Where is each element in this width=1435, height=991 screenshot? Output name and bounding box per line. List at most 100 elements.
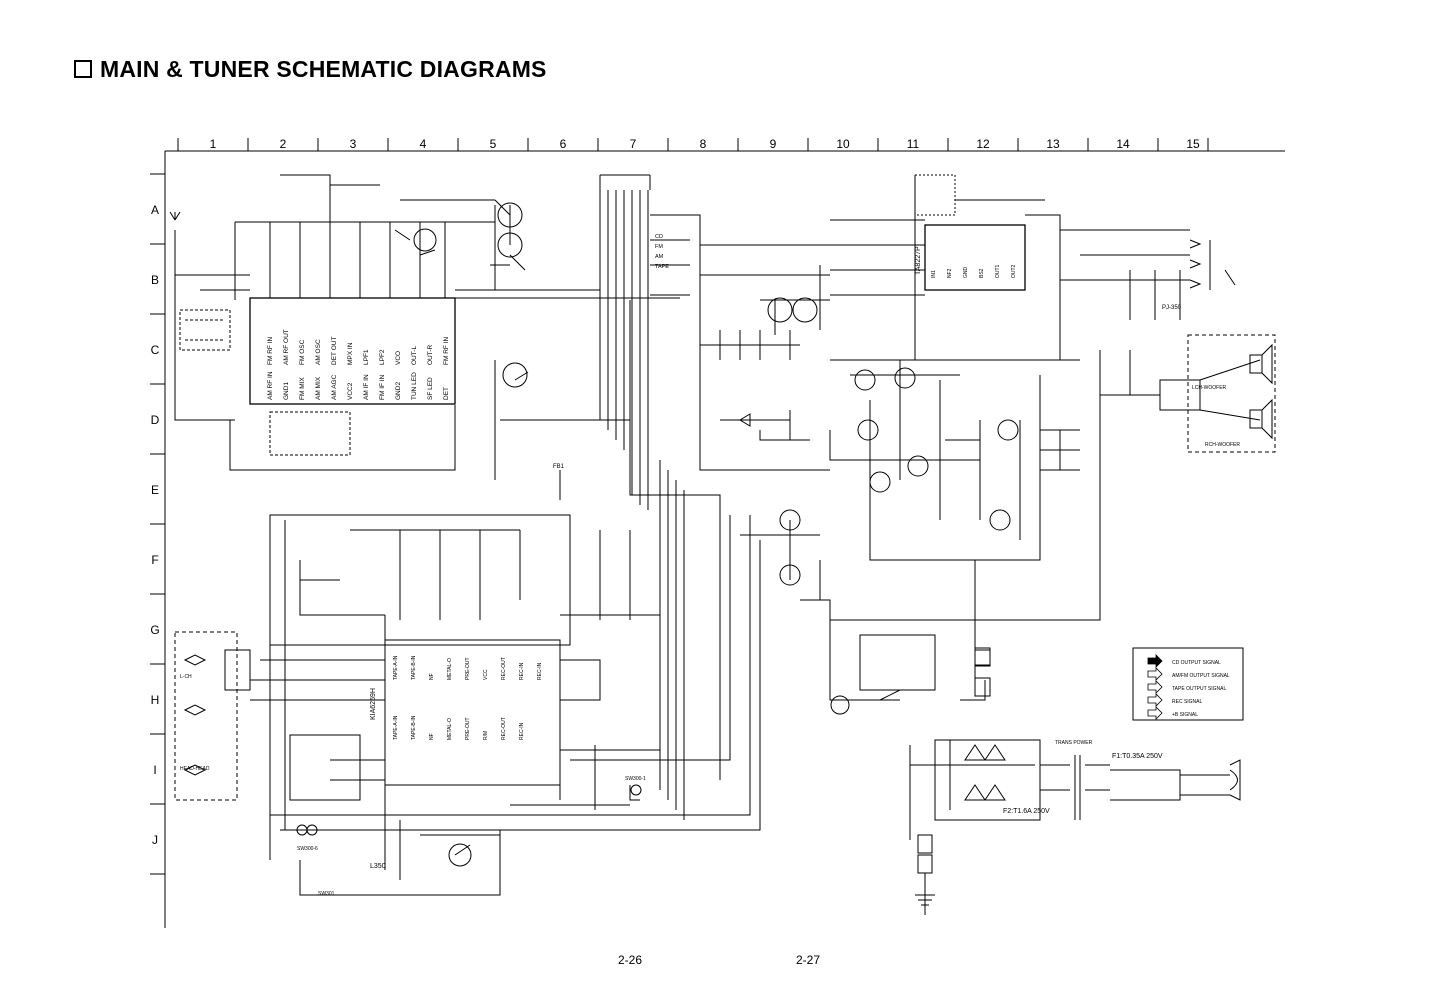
tape-pin-label: NF bbox=[429, 733, 435, 740]
title-checkbox-icon bbox=[74, 60, 92, 78]
power-amp-ic-body bbox=[924, 224, 1026, 291]
row-label-G: G bbox=[150, 623, 159, 637]
fuse-f2-label: F2:T1.6A 250V bbox=[1003, 808, 1050, 815]
tuner-ic-body bbox=[249, 297, 456, 405]
legend-entry: CD OUTPUT SIGNAL bbox=[1172, 660, 1221, 666]
column-label-12: 12 bbox=[976, 137, 990, 151]
tape-pin-label: REC-OUT bbox=[501, 717, 507, 740]
column-label-8: 8 bbox=[700, 137, 707, 151]
tuner-pin-label: TUN LED bbox=[411, 372, 418, 400]
tuner-pin-label: AM IF IN bbox=[363, 374, 370, 400]
row-label-A: A bbox=[151, 203, 159, 217]
tuner-pin-label: FM OSC bbox=[299, 339, 306, 365]
page-title: MAIN & TUNER SCHEMATIC DIAGRAMS bbox=[74, 56, 547, 83]
legend-arrow-icon bbox=[1147, 706, 1163, 720]
tape-pin-label: REC-IN bbox=[519, 722, 525, 740]
tuner-pin-label: AM AGC bbox=[331, 374, 338, 400]
woofer-right-label: RCH-WOOFER bbox=[1205, 442, 1240, 448]
function-selector-labels: CD FM AM TAPE bbox=[655, 234, 669, 270]
legend-entry: +B SIGNAL bbox=[1172, 712, 1198, 718]
l350-label: L350 bbox=[370, 863, 386, 870]
headphone-jack-label: PJ-350 bbox=[1162, 305, 1182, 311]
lch-label: L-CH bbox=[180, 674, 192, 680]
power-amp-pin-label: IN1 bbox=[931, 270, 937, 278]
legend-arrow-icon bbox=[1147, 654, 1163, 668]
column-label-1: 1 bbox=[210, 137, 217, 151]
row-label-B: B bbox=[151, 273, 159, 287]
column-label-10: 10 bbox=[836, 137, 850, 151]
selector-label: CD bbox=[655, 234, 663, 240]
row-ticks bbox=[150, 173, 165, 875]
row-label-H: H bbox=[151, 693, 160, 707]
tape-pin-label: TAPE-B-IN bbox=[411, 655, 417, 680]
tuner-pin-label: LPF1 bbox=[363, 349, 370, 365]
row-label-F: F bbox=[151, 553, 158, 567]
sw300-1-label: SW300-1 bbox=[625, 776, 646, 782]
power-amp-pin-label: GND bbox=[963, 267, 969, 279]
tape-pin-label: R/M bbox=[483, 731, 489, 740]
tape-pin-label: VCC bbox=[483, 669, 489, 680]
tape-pin-label: NF bbox=[429, 673, 435, 680]
selector-label: TAPE bbox=[655, 264, 669, 270]
title-text: MAIN & TUNER SCHEMATIC DIAGRAMS bbox=[100, 56, 547, 82]
head-label: HEAD-HEAD bbox=[180, 766, 210, 772]
sw300-6-label: SW300-6 bbox=[297, 846, 318, 852]
fuse-f1-label: F1:T0.35A 250V bbox=[1112, 753, 1163, 760]
tuner-pin-label: SF LED bbox=[427, 377, 434, 400]
legend-arrow-icon bbox=[1147, 693, 1163, 707]
selector-label: AM bbox=[655, 254, 664, 260]
column-label-5: 5 bbox=[490, 137, 497, 151]
page-number-left: 2-26 bbox=[618, 953, 643, 967]
row-label-J: J bbox=[152, 833, 158, 847]
selector-label: FM bbox=[655, 244, 663, 250]
page-number-right: 2-27 bbox=[796, 953, 821, 967]
power-amp-pin-label: OUT2 bbox=[1011, 264, 1017, 278]
tuner-pin-label: OUT-L bbox=[411, 345, 418, 365]
tape-pin-label: TAPE-A-IN bbox=[393, 655, 399, 680]
row-label-C: C bbox=[151, 343, 160, 357]
tuner-pin-label: FM RF IN bbox=[443, 337, 450, 365]
tuner-pin-label: VCC2 bbox=[347, 382, 354, 400]
column-label-9: 9 bbox=[770, 137, 777, 151]
tape-pin-label: TAPE-B-IN bbox=[411, 715, 417, 740]
row-label-E: E bbox=[151, 483, 159, 497]
power-amp-pin-label: BS2 bbox=[979, 268, 985, 278]
column-label-6: 6 bbox=[560, 137, 567, 151]
legend-entry: AM/FM OUTPUT SIGNAL bbox=[1172, 673, 1230, 679]
tuner-pin-label: DET OUT bbox=[331, 337, 338, 365]
tuner-pin-label: AM OSC bbox=[315, 339, 322, 365]
woofer-left-label: LCH-WOOFER bbox=[1192, 385, 1227, 391]
tuner-pin-label: DET bbox=[443, 387, 450, 400]
tape-pin-label: METAL-O bbox=[447, 658, 453, 680]
legend-arrow-icon bbox=[1147, 667, 1163, 681]
column-label-15: 15 bbox=[1186, 137, 1200, 151]
power-ic-name: TA8227P bbox=[915, 246, 922, 275]
tuner-pin-label: AM RF OUT bbox=[283, 329, 290, 365]
tape-pin-label: REC-OUT bbox=[501, 657, 507, 680]
power-amp-pin-label: NF2 bbox=[947, 268, 953, 278]
tape-pin-label: TAPE-A-IN bbox=[393, 715, 399, 740]
column-label-14: 14 bbox=[1116, 137, 1130, 151]
fb1-label: FB1 bbox=[553, 464, 565, 470]
column-label-3: 3 bbox=[350, 137, 357, 151]
row-label-I: I bbox=[153, 763, 156, 777]
tape-ic-name: KIA6259H bbox=[370, 688, 377, 720]
tape-pin-label: METAL-O bbox=[447, 718, 453, 740]
tape-ic-body bbox=[384, 615, 561, 786]
legend-arrow-icon bbox=[1147, 680, 1163, 694]
tuner-pin-label: GND2 bbox=[395, 382, 402, 400]
sw301-label: SW301 bbox=[318, 891, 335, 897]
column-label-11: 11 bbox=[907, 137, 920, 151]
tuner-pin-label: AM MIX bbox=[315, 376, 322, 400]
tuner-pin-label: FM MIX bbox=[299, 377, 306, 400]
tuner-pin-label: VCO bbox=[395, 351, 402, 365]
column-ticks bbox=[177, 138, 1209, 151]
